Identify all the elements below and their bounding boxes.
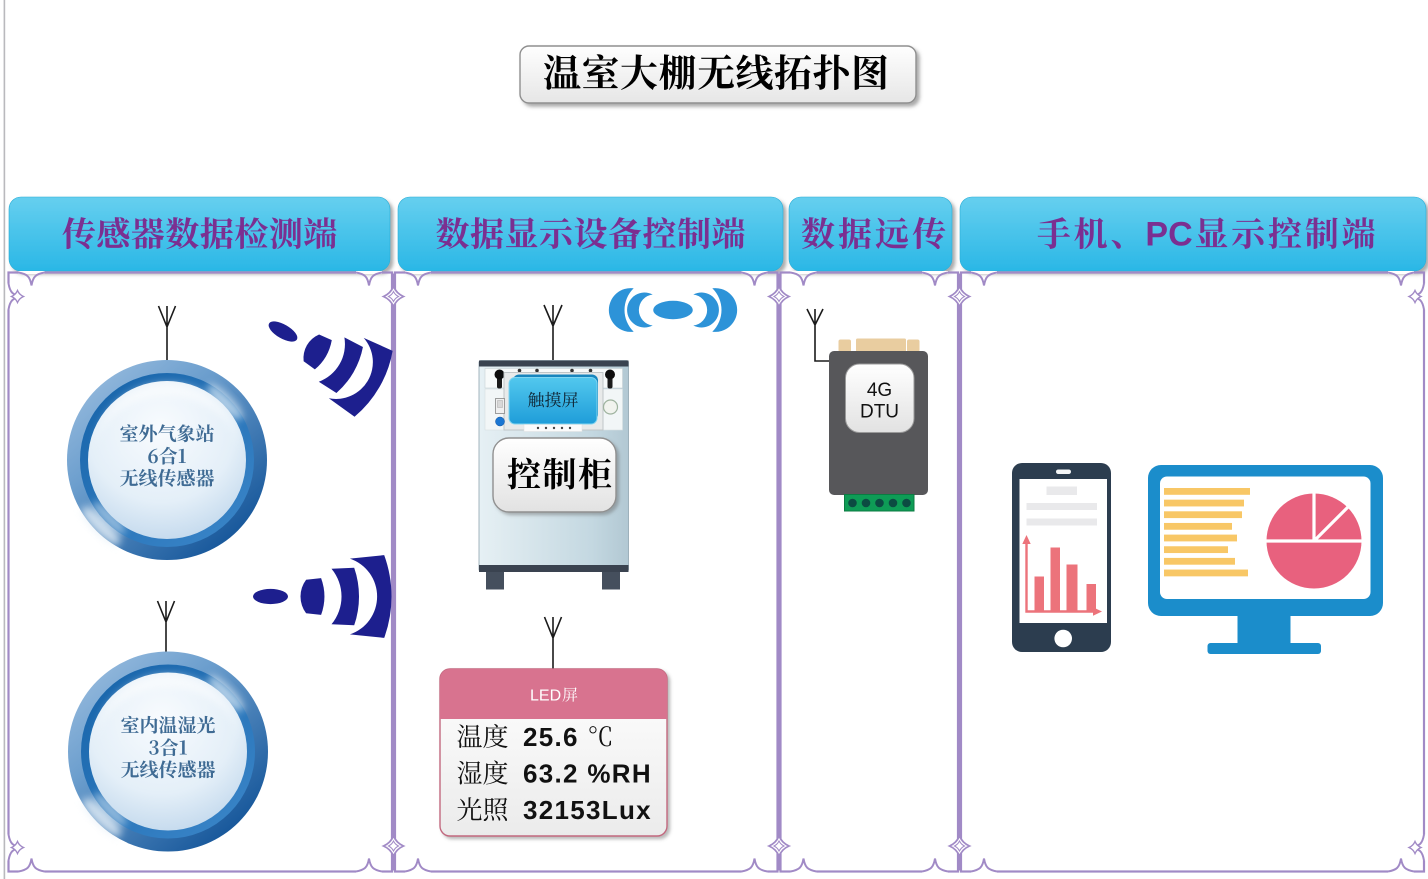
svg-text:32153Lux: 32153Lux bbox=[523, 795, 652, 825]
svg-text:63.2 %RH: 63.2 %RH bbox=[523, 759, 652, 789]
svg-text:25.6: 25.6 bbox=[523, 722, 579, 752]
svg-text:4G: 4G bbox=[867, 380, 892, 401]
svg-text:LED: LED bbox=[530, 688, 561, 705]
svg-text:DTU: DTU bbox=[860, 402, 899, 423]
svg-text:PC: PC bbox=[1145, 216, 1192, 254]
